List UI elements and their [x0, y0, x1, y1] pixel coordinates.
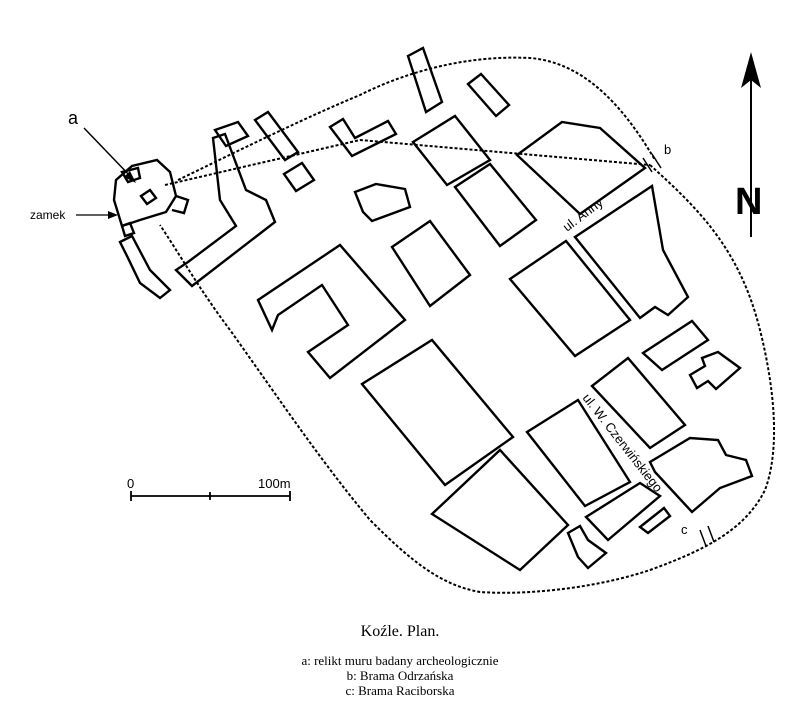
label-a: a — [68, 108, 79, 128]
scale-bar — [130, 491, 291, 501]
gate-b-mark — [642, 153, 662, 173]
street-label-czerwinskiego: ul. W. Czerwińskiego — [580, 391, 666, 495]
arrow-zamek-head-icon — [108, 211, 118, 219]
scale-start-label: 0 — [127, 476, 134, 491]
arrow-a — [83, 127, 133, 179]
label-b: b — [664, 142, 671, 157]
label-zamek: zamek — [30, 208, 66, 222]
north-label: N — [735, 181, 762, 223]
map-title: Koźle. Plan. — [360, 623, 440, 640]
legend-a: a: relikt muru badany archeologicznie — [301, 653, 499, 668]
legend-c: c: Brama Raciborska — [345, 683, 455, 698]
legend-b: b: Brama Odrzańska — [346, 668, 454, 683]
gate-c-mark — [699, 525, 715, 547]
building-blocks — [174, 46, 754, 572]
castle — [112, 158, 190, 300]
town-wall — [159, 138, 776, 594]
north-arrow-icon: N — [735, 52, 762, 237]
label-c: c — [681, 522, 688, 537]
arrow-a-head-icon — [124, 171, 136, 183]
town-wall-north — [177, 56, 656, 181]
scale-end-label: 100m — [258, 476, 291, 491]
